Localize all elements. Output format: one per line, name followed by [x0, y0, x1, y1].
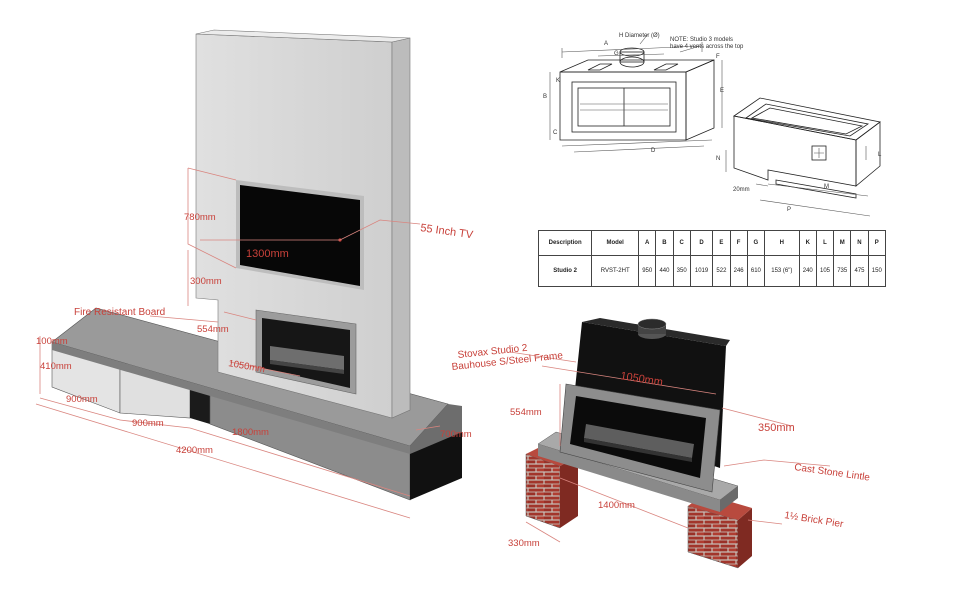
wall-top	[195, 29, 411, 43]
table-row: Studio 2 RVST-2HT 950 440 350 1019 522 2…	[537, 255, 887, 287]
label-h-diameter: H Diameter (Ø)	[619, 33, 660, 39]
letter-c: C	[553, 130, 558, 136]
spec-header: L	[815, 230, 835, 256]
spec-header: G	[746, 230, 765, 256]
letter-k: K	[556, 78, 560, 84]
spec-cell: 475	[850, 255, 869, 287]
spec-cell: 153 (6")	[763, 255, 800, 287]
spec-cell: 240	[798, 255, 817, 287]
spec-header: M	[833, 230, 852, 256]
letter-g: G	[614, 51, 619, 57]
spec-cell: 246	[729, 255, 748, 287]
spec-cell: 150	[867, 255, 887, 287]
label-stove-depth: 350mm	[758, 422, 795, 434]
label-seg2: 900mm	[132, 418, 164, 429]
spec-cell: 350	[672, 255, 691, 287]
label-span: 1400mm	[598, 500, 635, 511]
spec-cell: RVST-2HT	[591, 255, 640, 287]
spec-header-row: Description Model A B C D E F G H K L M …	[537, 230, 887, 256]
label-pier: 1½ Brick Pier	[784, 510, 845, 530]
spec-header: N	[850, 230, 869, 256]
label-tv-height: 780mm	[184, 212, 216, 223]
label-stove-height: 554mm	[510, 407, 542, 418]
label-bench-top: 100mm	[36, 336, 68, 347]
label-note-1: NOTE: Studio 3 models	[670, 37, 733, 43]
spec-cell: 735	[833, 255, 852, 287]
label-lintel: Cast Stone Lintle	[794, 462, 871, 484]
spec-cell: 610	[746, 255, 765, 287]
letter-d: D	[651, 148, 656, 154]
label-seg3: 1800mm	[232, 427, 269, 438]
wall-side	[391, 37, 411, 419]
spec-header: K	[798, 230, 817, 256]
spec-cell: Studio 2	[537, 255, 593, 287]
spec-cell: 950	[638, 255, 657, 287]
label-bench-height: 410mm	[40, 361, 72, 372]
stove-schematic	[549, 33, 881, 217]
spec-header: Description	[537, 230, 593, 256]
spec-header: H	[763, 230, 800, 256]
spec-cell: 1019	[689, 255, 714, 287]
media-wall-model	[51, 29, 462, 501]
tv-screen	[240, 185, 360, 286]
letter-a: A	[604, 41, 608, 47]
spec-cell: 522	[712, 255, 731, 287]
label-tv: 55 Inch TV	[420, 222, 475, 241]
letter-p: P	[787, 207, 791, 213]
label-note-2: have 4 vents across the top	[670, 44, 744, 50]
left-dimension-lines	[35, 167, 441, 519]
spec-header: F	[729, 230, 748, 256]
label-board: Fire Resistant Board	[74, 307, 165, 318]
spec-cell: 440	[655, 255, 674, 287]
spec-header: Model	[591, 230, 640, 256]
label-tv-width: 1300mm	[246, 248, 289, 260]
label-fire-height: 554mm	[197, 324, 229, 335]
spec-cell: 105	[815, 255, 835, 287]
left-labels: 780mm 1300mm 55 Inch TV 300mm Fire Resis…	[36, 212, 474, 456]
label-seg1: 900mm	[66, 394, 98, 405]
label-total: 4200mm	[176, 445, 213, 456]
spec-header: C	[672, 230, 691, 256]
spec-header: B	[655, 230, 674, 256]
spec-header: P	[867, 230, 887, 256]
letter-n: N	[716, 156, 720, 162]
label-gap: 300mm	[190, 276, 222, 287]
bench-end-block	[410, 432, 462, 500]
stove-on-piers	[509, 318, 831, 569]
spec-table: Description Model A B C D E F G H K L M …	[537, 230, 887, 287]
label-20mm: 20mm	[733, 187, 750, 193]
label-pier-width: 330mm	[508, 538, 540, 549]
letter-m: M	[824, 184, 829, 190]
letter-f: F	[716, 54, 720, 60]
schematic-labels: H Diameter (Ø) NOTE: Studio 3 models hav…	[543, 33, 882, 213]
letter-b: B	[543, 94, 547, 100]
spec-header: E	[712, 230, 731, 256]
label-depth: 700mm	[440, 429, 472, 440]
spec-header: D	[689, 230, 714, 256]
pier-left-front	[525, 453, 561, 529]
letter-e: E	[720, 88, 724, 94]
bench-dark-gap	[190, 386, 210, 424]
spec-header: A	[638, 230, 657, 256]
letter-l: L	[878, 152, 882, 158]
